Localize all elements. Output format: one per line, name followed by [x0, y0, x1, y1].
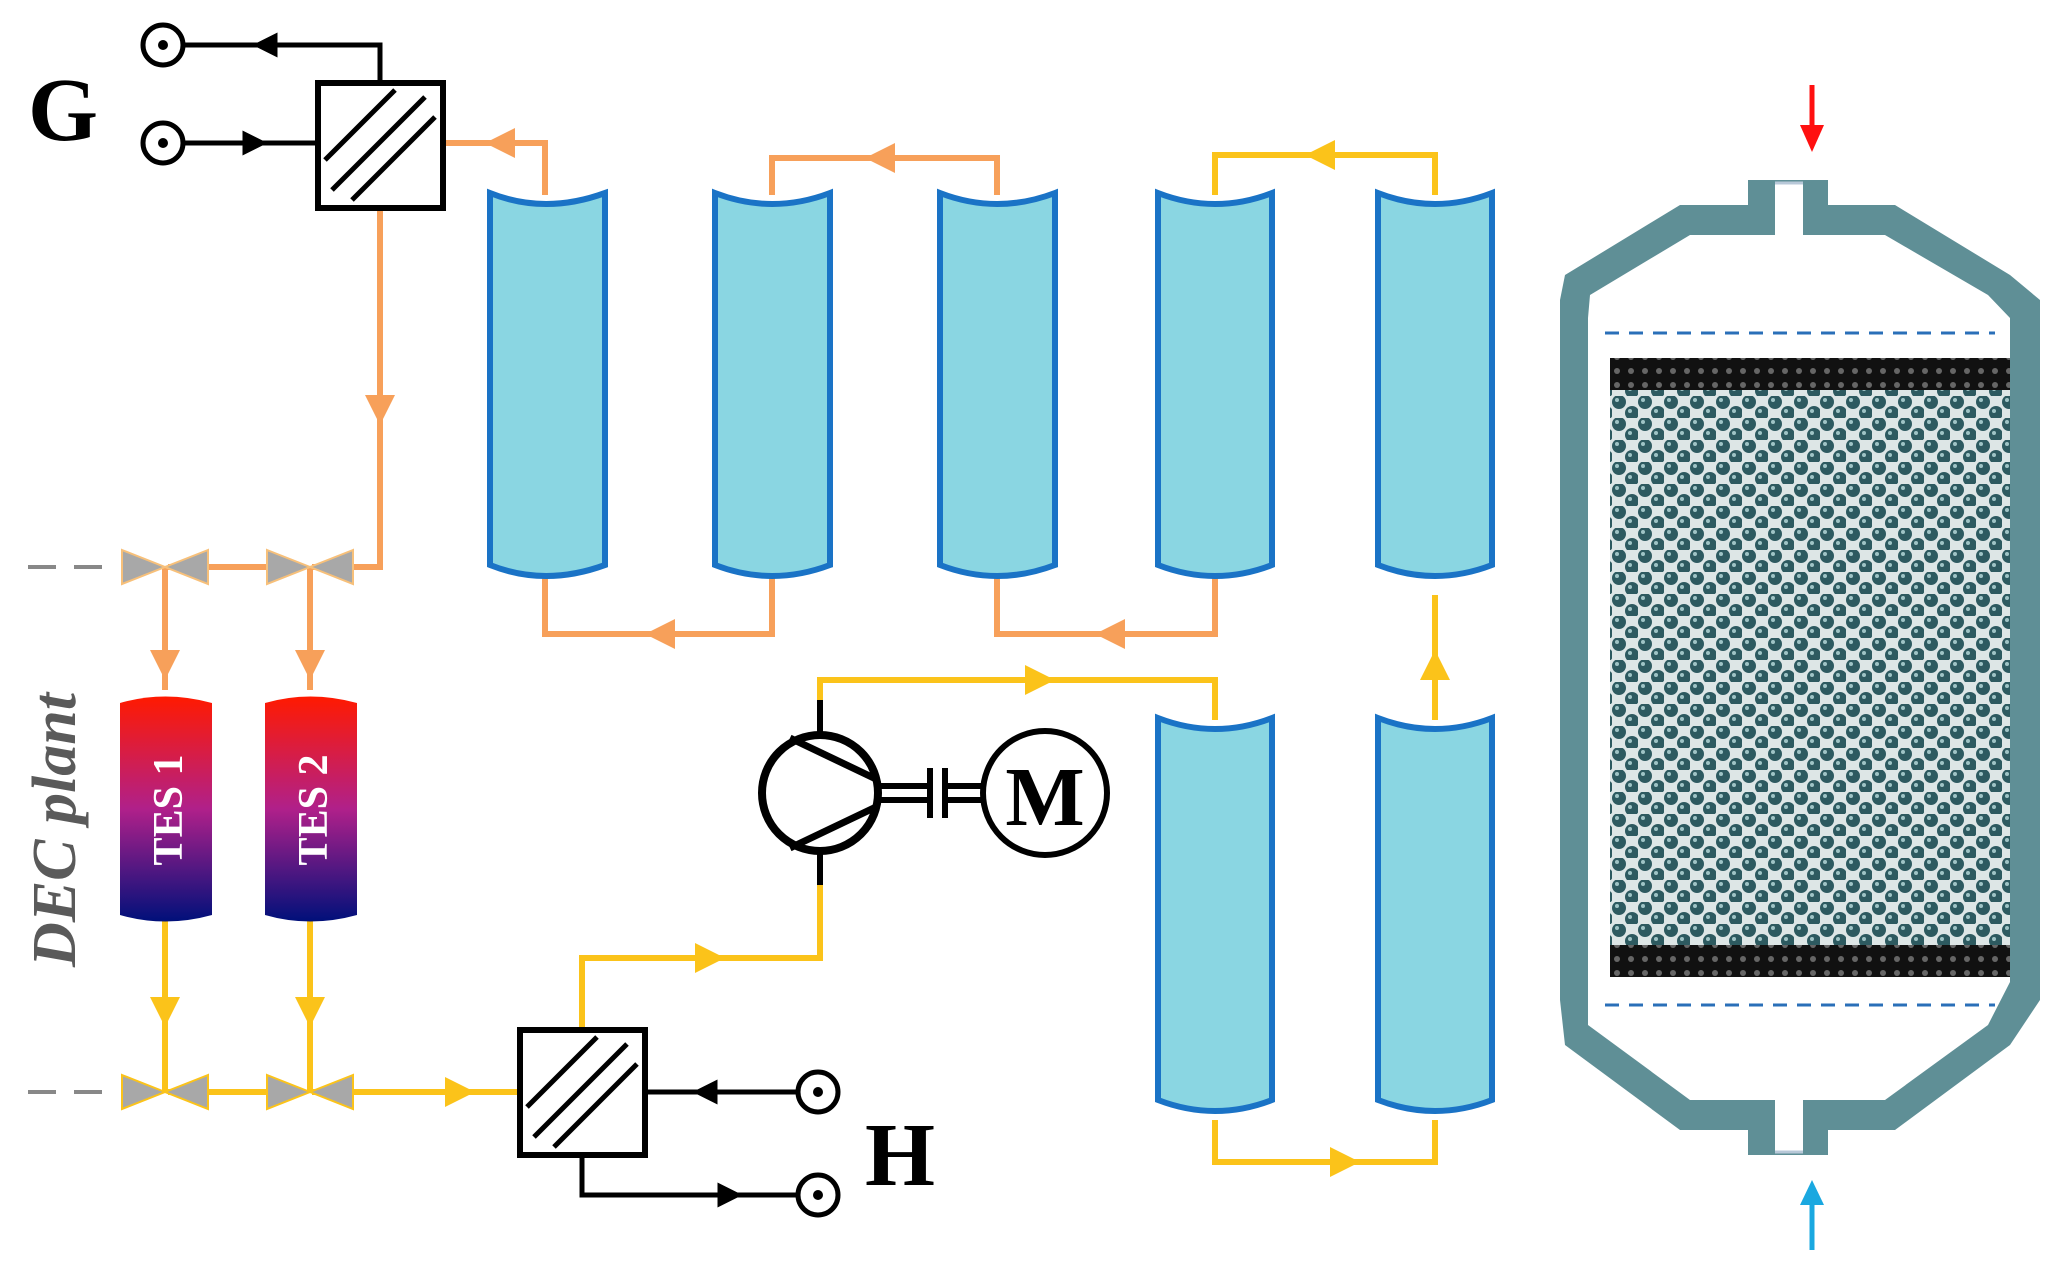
generator-lines: [185, 32, 383, 156]
generator-terminal-in: [140, 120, 186, 166]
bottom-retaining-layer: [1610, 945, 2010, 977]
pipe-col3-to-col2: [769, 155, 1000, 195]
valve-hot-2a: [266, 548, 313, 586]
collector-4: [1155, 188, 1275, 579]
packed-bed-vessel: [1560, 180, 2040, 1155]
heat-user-label: H: [865, 1106, 935, 1205]
solar-collector-array: [487, 188, 1495, 1114]
heat-exchanger-g: [315, 80, 446, 211]
pipe-col5-to-col4: [1212, 152, 1438, 195]
valve-cold-2a: [266, 1073, 313, 1111]
inlet-arrow: [1800, 85, 1824, 152]
heat-exchanger-h: [517, 1027, 648, 1158]
outlet-port: [1775, 1100, 1803, 1152]
heat-user-terminal-in: [795, 1069, 841, 1115]
motor: [980, 728, 1110, 858]
collector-5: [1375, 188, 1495, 579]
generator-terminal-out: [140, 22, 186, 68]
heat-user-terminal-out: [795, 1172, 841, 1218]
plant-label: DEC plant: [21, 691, 89, 968]
pump: [758, 700, 882, 885]
tes-tank-2: [265, 696, 357, 922]
valve-row-hot: [28, 548, 354, 586]
valve-cold-1b: [162, 1073, 209, 1111]
collector-6: [1155, 713, 1275, 1114]
valve-cold-1a: [121, 1073, 168, 1111]
tes-tank-1: [120, 696, 212, 922]
heat-user-lines: [579, 1079, 818, 1208]
pipe-hx-g-to-valves: [312, 205, 383, 570]
valve-cold-2b: [307, 1073, 354, 1111]
pipe-collector1-to-hx-g: [445, 140, 548, 195]
valve-hot-1b: [162, 548, 209, 586]
shaft-coupling: [878, 768, 985, 818]
tes2-label: TES 2: [291, 755, 337, 866]
valve-row-cold: [28, 1073, 354, 1111]
collector-7: [1375, 713, 1495, 1114]
motor-label: M: [1005, 751, 1084, 844]
collector-2: [712, 188, 833, 579]
pipe-col6-to-col7: [1212, 1120, 1438, 1165]
collector-3: [937, 188, 1058, 579]
packed-bed-media: [1610, 390, 2010, 945]
collector-1: [487, 188, 608, 579]
valve-hot-1a: [121, 548, 168, 586]
valve-hot-2b: [307, 548, 354, 586]
generator-label: G: [28, 61, 98, 160]
outlet-arrow: [1800, 1180, 1824, 1250]
top-retaining-layer: [1610, 358, 2010, 390]
inlet-port: [1775, 183, 1803, 235]
tes1-label: TES 1: [146, 755, 192, 866]
